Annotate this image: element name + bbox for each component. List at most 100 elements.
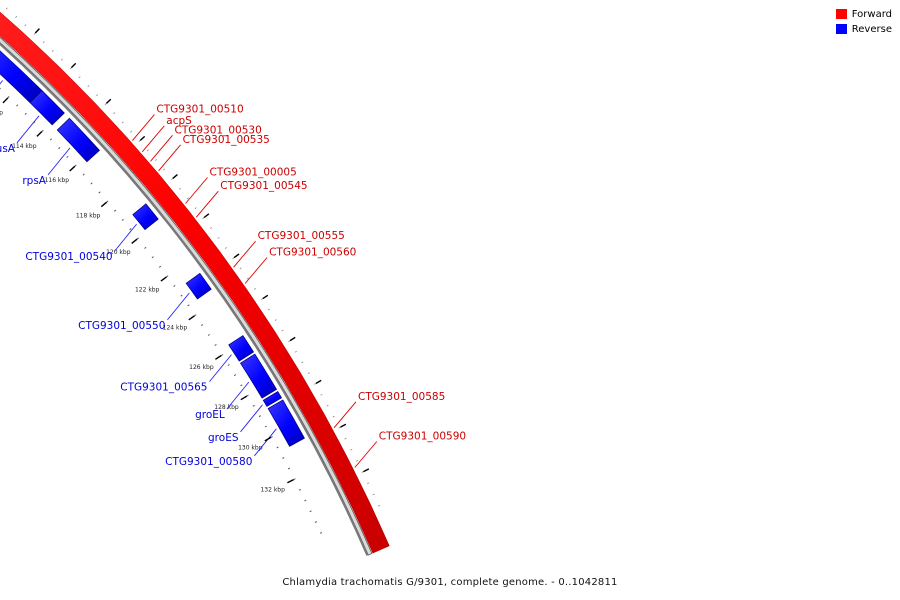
outer-dot-tick [186,197,189,200]
outer-dot-tick [178,187,182,190]
forward-label-CTG9301_00005: CTG9301_00005 [210,167,297,179]
outer-dot-tick [326,404,329,407]
outer-dot-tick [361,471,364,473]
reverse-leader-CTG9301_00580 [254,428,277,457]
forward-label-CTG9301_00530: CTG9301_00530 [175,124,262,136]
outer-dot-tick [69,67,72,70]
outer-dot-tick [350,448,353,451]
reverse-label-CTG9301_00565: CTG9301_00565 [120,382,207,394]
inner-dot-tick [282,457,285,459]
reverse-leader-nusA [16,115,40,144]
inner-dot-tick [144,246,147,249]
outer-dot-tick [260,298,264,301]
outer-dot-tick [274,319,277,321]
outer-dot-tick [130,130,133,133]
outer-dot-tick [96,94,99,97]
outer-dot-tick [104,103,107,106]
outer-major-tick [363,468,370,473]
reverse-feature-CTG9301_00580 [267,399,305,447]
forward-leader-CTG9301_00535 [158,144,181,172]
outer-major-tick [340,423,347,428]
outer-major-tick [172,174,178,179]
inner-dot-tick [309,510,312,513]
reverse-leader-rpsA [47,147,71,176]
kbp-tick-label: 122 kbp [135,286,160,293]
outer-major-tick [233,253,240,259]
kbp-tick [287,478,294,484]
reverse-leader-CTG9301_00550 [167,292,190,321]
outer-dot-tick [314,383,317,385]
outer-major-tick [315,379,322,385]
legend: Forward Reverse [835,8,892,38]
forward-leader-CTG9301_00530 [150,135,173,162]
outer-dot-tick [154,158,157,161]
inner-dot-tick [240,384,243,387]
legend-reverse-label: Reverse [851,23,892,35]
inner-dot-tick [151,256,154,259]
outer-dot-tick [138,140,141,143]
outer-major-tick [203,213,210,219]
outer-dot-tick [239,267,242,270]
outer-major-tick [262,294,269,300]
inner-dot-tick [90,182,93,185]
outer-dot-tick [338,426,341,429]
outer-dot-tick [372,493,375,496]
outer-dot-tick [344,437,347,440]
forward-leader-CTG9301_00585 [333,401,357,429]
inner-dot-tick [258,415,261,418]
inner-dot-tick [106,200,109,203]
outer-dot-tick [194,207,197,210]
inner-dot-tick [121,218,124,221]
outer-major-tick [139,135,146,141]
inner-dot-tick [214,343,217,346]
inner-dot-tick [207,333,210,336]
inner-dot-tick [24,112,27,115]
reverse-label-nusA: nusA [0,143,16,155]
outer-dot-tick [307,372,310,375]
inner-dot-tick [166,275,169,278]
outer-dot-tick [171,178,174,181]
forward-leader-CTG9301_00560 [244,257,268,284]
inner-dot-tick [187,304,190,307]
reverse-label-rpsA: rpsA [22,175,46,187]
kbp-tick [188,315,195,321]
reverse-leader-groEL [226,381,250,410]
inner-dot-tick [58,147,61,150]
outer-dot-tick [377,505,381,507]
forward-label-CTG9301_00510: CTG9301_00510 [156,104,243,116]
inner-dot-tick [270,436,273,438]
kbp-tick [240,395,248,401]
inner-dot-tick [287,467,291,470]
inner-dot-tick [16,104,19,107]
reverse-feature-groES [262,391,283,407]
inner-dot-tick [41,129,44,132]
outer-dot-tick [202,217,205,220]
outer-dot-tick [60,58,63,61]
reverse-label-CTG9301_00550: CTG9301_00550 [78,320,165,332]
legend-forward: Forward [835,8,892,20]
inner-dot-tick [293,478,296,481]
outer-dot-tick [224,247,228,249]
inner-dot-tick [7,96,10,99]
outer-dot-tick [253,287,257,290]
forward-label-CTG9301_00560: CTG9301_00560 [269,247,356,259]
kbp-tick-label: 120 kbp [106,249,131,256]
forward-label-CTG9301_00555: CTG9301_00555 [258,230,345,242]
kbp-tick-label: 124 kbp [163,325,188,332]
outer-dot-tick [355,460,359,462]
reverse-swatch [835,24,847,34]
forward-label-CTG9301_00590: CTG9301_00590 [379,431,466,443]
kbp-tick [36,131,43,137]
kbp-tick-label: 116 kbp [45,177,70,184]
forward-leader-CTG9301_00590 [354,441,378,468]
reverse-label-groEL: groEL [195,409,225,421]
inner-dot-tick [227,364,230,366]
inner-dot-tick [246,394,249,397]
inner-dot-tick [221,353,224,356]
outer-dot-tick [294,350,297,353]
forward-leader-CTG9301_00510 [132,114,155,141]
inner-dot-tick [173,284,176,288]
outer-dot-tick [209,227,213,229]
inner-dot-tick [66,155,69,158]
reverse-feature-rpsA [56,117,100,163]
